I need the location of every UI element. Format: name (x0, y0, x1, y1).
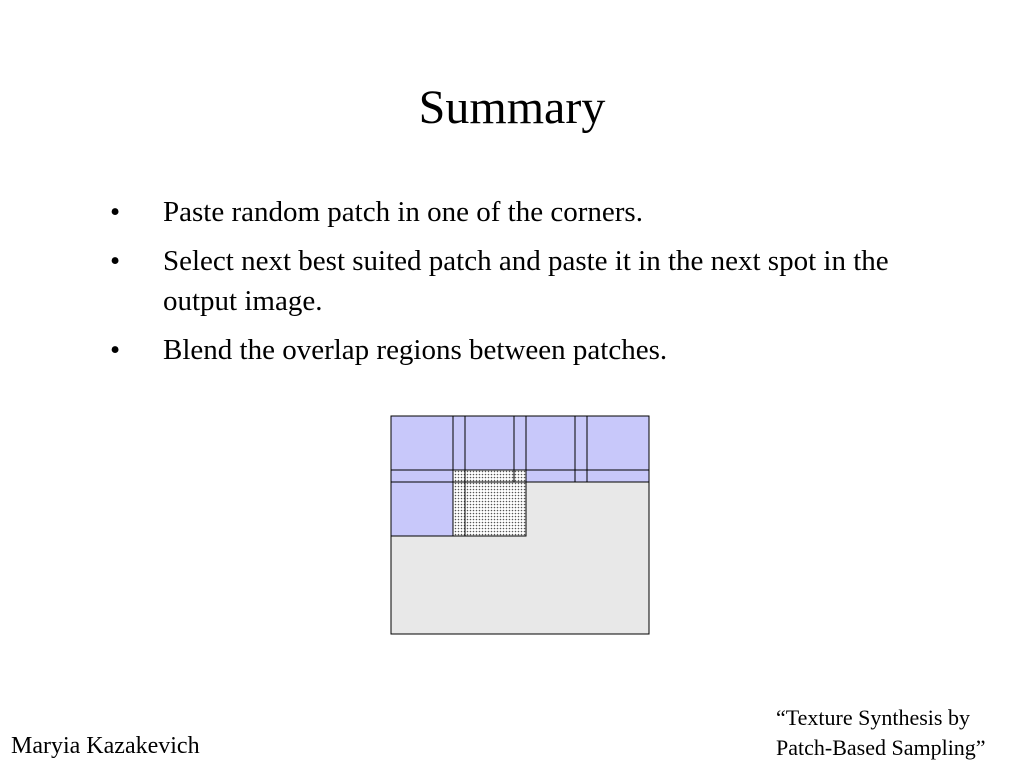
reference-line: “Texture Synthesis by (776, 705, 970, 730)
new-patch (452, 469, 527, 537)
patch-synthesis-diagram (390, 415, 650, 635)
slide-title: Summary (418, 81, 606, 134)
bullet-text: Select next best suited patch and paste … (163, 245, 889, 317)
bullet-text: Paste random patch in one of the corners… (163, 196, 643, 228)
author-name: Maryia Kazakevich (11, 733, 200, 759)
reference-line: Patch-Based Sampling” (776, 735, 986, 760)
reference-citation: “Texture Synthesis by Patch-Based Sampli… (776, 703, 1022, 763)
bullet-dot: • (110, 196, 121, 228)
bullet-item: • Paste random patch in one of the corne… (110, 192, 890, 232)
bullet-text: Blend the overlap regions between patche… (163, 334, 668, 366)
pasted-patch (574, 415, 650, 483)
bullet-dot: • (110, 334, 121, 366)
bullet-list: • Paste random patch in one of the corne… (110, 192, 890, 379)
bullet-item: • Select next best suited patch and past… (110, 241, 890, 321)
bullet-dot: • (110, 245, 121, 277)
bullet-item: • Blend the overlap regions between patc… (110, 330, 890, 370)
